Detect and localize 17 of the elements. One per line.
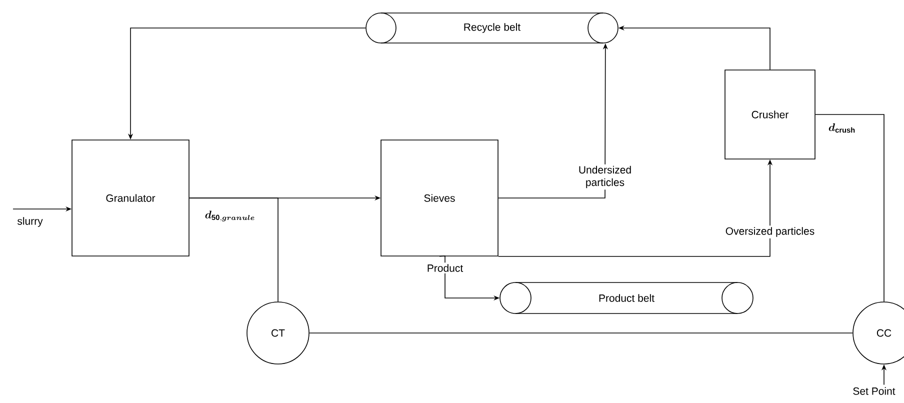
conveyor-belt: Recycle belt [366,12,618,44]
edge-label: slurry [16,216,44,228]
conveyor-belt: Product belt [500,282,754,314]
edge-label: Product [425,262,465,274]
flow-line [815,114,884,302]
process-box: Granulator [72,140,190,256]
signal-label: $\boldsymbol{d}_{\mathbf{crush}}$ [826,122,858,134]
node-label: Product belt [599,294,654,302]
flow-line [309,332,853,334]
edge-label: Undersized particles [568,164,642,190]
process-box: Crusher [724,70,816,160]
edge-label: Oversized particles [724,226,816,238]
node-label: Recycle belt [464,23,520,33]
input-label: Set Point [853,387,896,395]
process-box: Sieves [380,140,498,256]
signal-label: $\boldsymbol{d}_{\mathbf{50},\boldsymbol{granule}}$ [203,209,257,223]
flow-line [189,198,278,302]
